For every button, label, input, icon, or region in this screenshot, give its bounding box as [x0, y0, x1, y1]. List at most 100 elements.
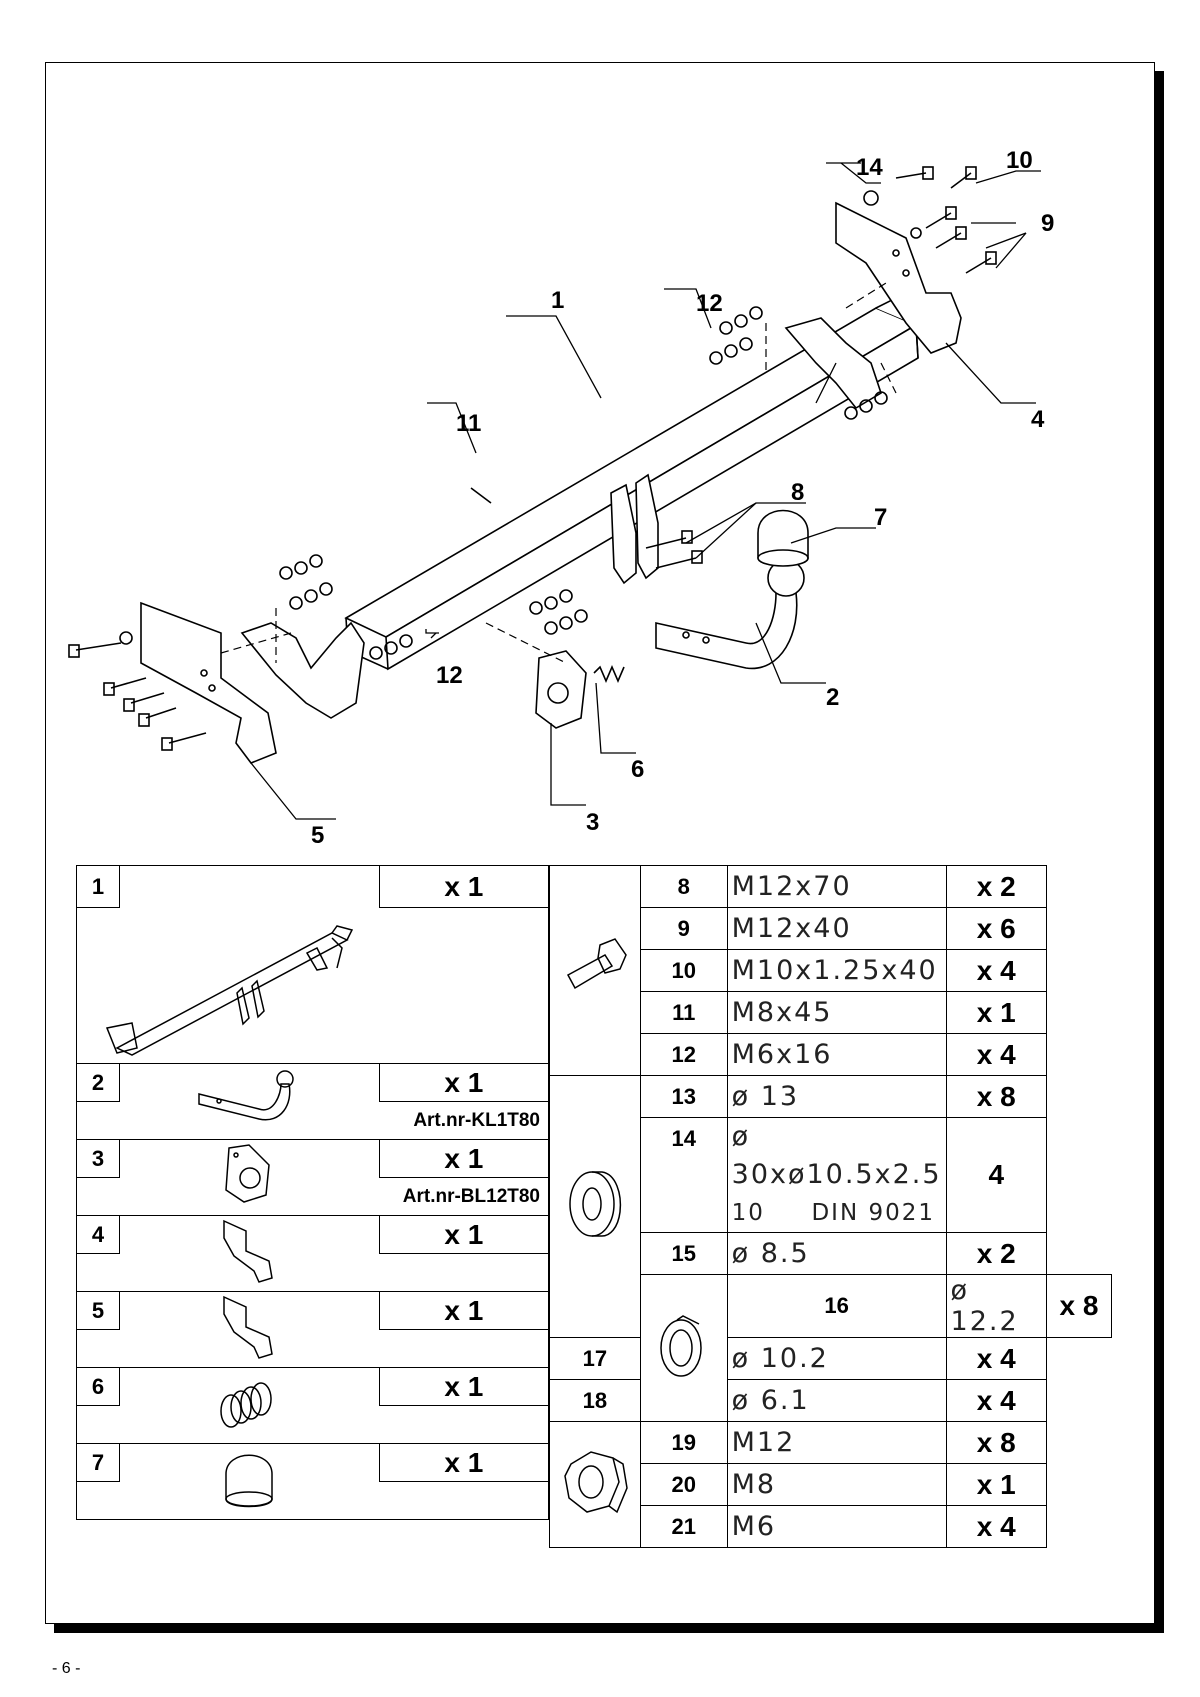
part-image-1: [76, 907, 549, 1064]
part-qty-4: x 1: [378, 1215, 550, 1254]
hw-qty-12: x 4: [945, 1033, 1047, 1076]
socket-plate-part-3: [535, 650, 587, 729]
callout-3: 3: [586, 809, 599, 836]
hw-spec-14-line1: ø 30xø10.5x2.5: [731, 1121, 942, 1190]
hw-spec-18: ø 6.1: [726, 1379, 947, 1422]
hw-num-18: 18: [549, 1379, 641, 1422]
nut-picture: [549, 1421, 641, 1548]
hw-num-14: 14: [639, 1117, 728, 1233]
hw-num-13: 13: [639, 1075, 728, 1118]
hw-qty-19: x 8: [945, 1421, 1047, 1464]
hw-spec-17: ø 10.2: [726, 1337, 947, 1380]
part-art-2: Art.nr-KL1T80: [379, 1101, 550, 1140]
callout-11: 11: [456, 410, 481, 437]
hw-num-16: 16: [726, 1274, 947, 1338]
hw-spec-21: M6: [726, 1505, 947, 1548]
part-qty-6: x 1: [378, 1367, 550, 1406]
left-hook-plate: [240, 621, 365, 719]
washer-icon: [569, 1171, 622, 1237]
hw-spec-15: ø 8.5: [726, 1232, 947, 1275]
hw-qty-14: 4: [945, 1117, 1047, 1233]
right-bracket-thumbnail-icon: [223, 1219, 274, 1283]
callout-7: 7: [874, 504, 887, 531]
hw-num-9: 9: [639, 907, 728, 950]
hw-num-12: 12: [639, 1033, 728, 1076]
callout-9: 9: [1041, 210, 1054, 237]
hw-num-20: 20: [639, 1463, 728, 1506]
callout-14: 14: [856, 154, 883, 181]
bolt-icon: [566, 938, 627, 990]
bolts-group: [68, 166, 997, 751]
nut-icon: [564, 1451, 628, 1514]
hw-spec-13: ø 13: [726, 1075, 947, 1118]
hardware-table: 8 M12x70 x 2 9 M12x40 x 6 10 M10x1.25x40…: [549, 865, 1113, 1548]
ball-cap-thumbnail-icon: [225, 1454, 274, 1508]
hw-spec-8: M12x70: [726, 865, 947, 908]
leader-lines: [250, 162, 1041, 820]
spring-washer-picture: [639, 1274, 728, 1422]
part-art-3: Art.nr-BL12T80: [379, 1177, 550, 1216]
callout-1: 1: [551, 287, 564, 314]
drawing-frame: 1 2 3 4 5 6 7 8 9 10 11 12 12 14 1 x 1: [45, 62, 1155, 1624]
callout-12-top: 12: [696, 290, 723, 317]
assembly-lines: [220, 282, 897, 664]
right-hook-plate: [784, 317, 882, 410]
part-number-1: 1: [75, 865, 121, 908]
hw-qty-15: x 2: [945, 1232, 1047, 1275]
hw-spec-19: M12: [726, 1421, 947, 1464]
part-qty-2: x 1: [378, 1063, 550, 1102]
part-qty-1: x 1: [378, 865, 550, 908]
hw-spec-20: M8: [726, 1463, 947, 1506]
socket-plate-thumbnail-icon: [225, 1144, 271, 1203]
callout-6: 6: [631, 756, 644, 783]
part-image-2: [119, 1063, 380, 1140]
part-number-3: 3: [75, 1139, 121, 1178]
hw-qty-9: x 6: [945, 907, 1047, 950]
hw-spec-16: ø 12.2: [945, 1274, 1047, 1338]
part-number-7: 7: [75, 1443, 121, 1482]
page-number: - 6 -: [52, 1660, 81, 1677]
hw-spec-11: M8x45: [726, 991, 947, 1034]
part-image-5: [119, 1291, 380, 1368]
part-image-3: [119, 1139, 380, 1216]
hw-qty-16: x 8: [1045, 1274, 1113, 1338]
hw-num-8: 8: [639, 865, 728, 908]
part-qty-7: x 1: [378, 1443, 550, 1482]
hw-num-17: 17: [549, 1337, 641, 1380]
hw-num-15: 15: [639, 1232, 728, 1275]
hw-qty-21: x 4: [945, 1505, 1047, 1548]
crossbar-thumbnail-icon: [105, 925, 354, 1056]
hw-spec-12: M6x16: [726, 1033, 947, 1076]
part-number-5: 5: [75, 1291, 121, 1330]
part-number-2: 2: [75, 1063, 121, 1102]
hw-num-21: 21: [639, 1505, 728, 1548]
hw-num-10: 10: [639, 949, 728, 992]
center-tow-plates: [610, 473, 659, 585]
hw-qty-20: x 1: [945, 1463, 1047, 1506]
hw-spec-10: M10x1.25x40: [726, 949, 947, 992]
bolt-picture: [549, 865, 641, 1076]
hw-qty-17: x 4: [945, 1337, 1047, 1380]
callout-12-bottom: 12: [436, 662, 463, 689]
part-image-7: [119, 1443, 380, 1520]
callout-4: 4: [1031, 406, 1045, 433]
ball-cap-part-7: [757, 509, 809, 567]
spring-washer-icon: [659, 1314, 702, 1377]
exploded-assembly-diagram: 1 2 3 4 5 6 7 8 9 10 11 12 12 14: [68, 147, 1054, 849]
callout-2: 2: [826, 684, 839, 711]
hw-spec-14: ø 30xø10.5x2.5 10 DIN 9021: [726, 1117, 947, 1233]
hw-spec-9: M12x40: [726, 907, 947, 950]
hw-num-19: 19: [639, 1421, 728, 1464]
callout-10: 10: [1006, 147, 1033, 174]
part-qty-5: x 1: [378, 1291, 550, 1330]
left-bracket-thumbnail-icon: [223, 1295, 274, 1359]
part-qty-3: x 1: [378, 1139, 550, 1178]
hw-spec-14-line2: 10 DIN 9021: [731, 1200, 936, 1226]
tow-ball-thumbnail-icon: [198, 1070, 295, 1121]
callout-5: 5: [311, 822, 324, 849]
hw-qty-10: x 4: [945, 949, 1047, 992]
nuts-washers-group: [119, 190, 922, 660]
parts-table-main: 1 x 1 2: [75, 865, 550, 1520]
washer-picture: [549, 1075, 641, 1338]
part-image-4: [119, 1215, 380, 1292]
